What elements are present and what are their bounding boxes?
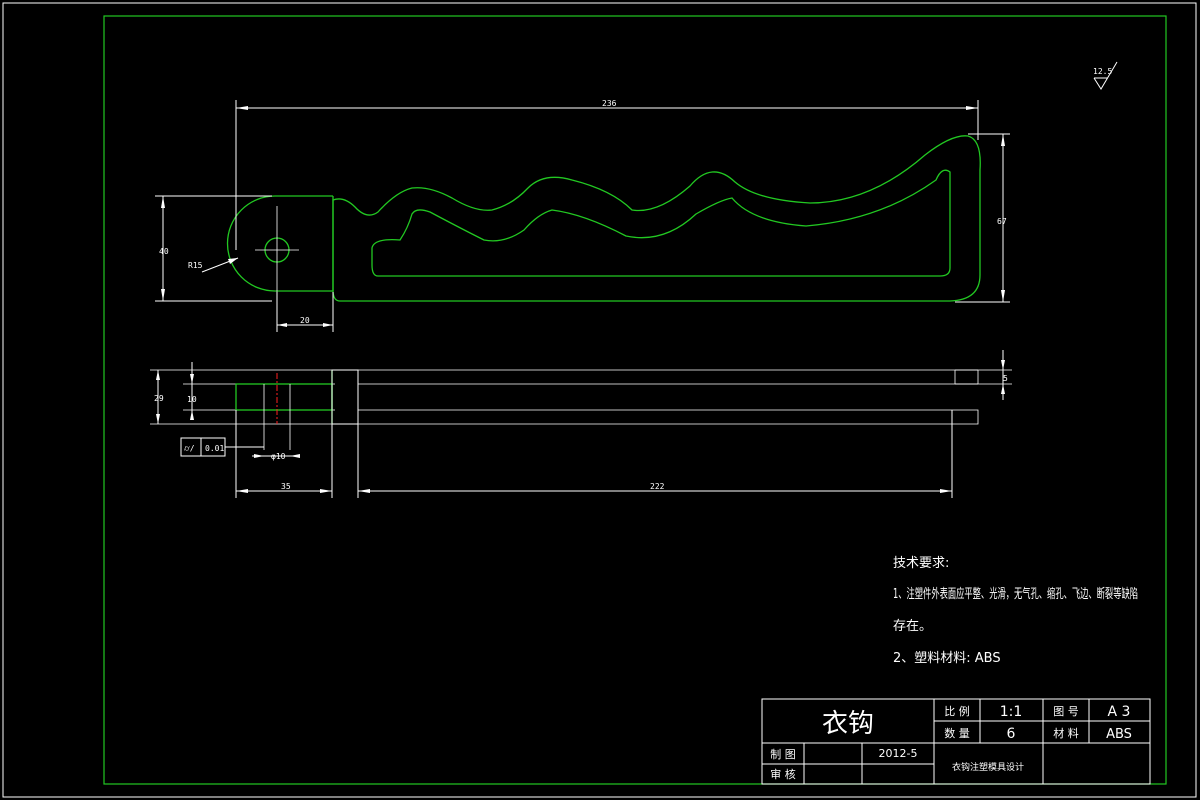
sheet-label: 图 号 xyxy=(1053,705,1079,718)
sheet-value: A 3 xyxy=(1108,704,1131,720)
dim-lug-length: 35 xyxy=(281,482,291,491)
notes-line-1a: 1、注塑件外表面应平整、光滑，无气孔、缩孔、飞边、断裂等缺陷 xyxy=(893,586,1138,602)
date: 2012-5 xyxy=(879,747,918,760)
hook-neck-side xyxy=(331,369,359,425)
side-view: 29 10 5 φ10 ⌭/ 0.01 35 xyxy=(150,350,1012,498)
lug-side xyxy=(235,383,333,411)
dim-radius: R15 xyxy=(188,261,203,270)
dim-overall-length: 236 xyxy=(602,99,617,108)
front-view: 236 67 40 R15 20 xyxy=(155,99,1010,332)
checked-label: 审 核 xyxy=(770,767,796,781)
scale-label: 比 例 xyxy=(944,704,970,718)
notes-heading: 技术要求: xyxy=(893,556,949,571)
notes-line-2: 2、塑料材料: ABS xyxy=(893,651,1001,666)
notes-line-1b: 存在。 xyxy=(893,619,932,634)
tolerance-symbol: ⌭/ xyxy=(184,444,195,453)
technical-notes: 技术要求: 1、注塑件外表面应平整、光滑，无气孔、缩孔、飞边、断裂等缺陷 存在。… xyxy=(893,556,1138,666)
qty-value: 6 xyxy=(1007,726,1016,742)
hook-outer-outline xyxy=(332,135,981,302)
tolerance-value: 0.01 xyxy=(205,444,224,453)
project-name: 衣钩注塑模具设计 xyxy=(952,761,1024,773)
roughness-value: 12.5 xyxy=(1093,67,1112,76)
dim-total-thickness: 29 xyxy=(154,394,164,403)
tolerance-frame: ⌭/ 0.01 xyxy=(180,437,264,457)
lug-outline xyxy=(226,195,333,292)
hook-inner-outline xyxy=(371,169,951,277)
dim-lug-width: 20 xyxy=(300,316,310,325)
title-block: 衣钩 比 例 1:1 图 号 A 3 数 量 6 材 料 ABS 制 图 201… xyxy=(761,698,1151,785)
material-value: ABS xyxy=(1106,727,1132,742)
dim-inner-height: 10 xyxy=(187,395,197,404)
inner-frame xyxy=(103,15,1167,785)
scale-value: 1:1 xyxy=(1000,704,1023,720)
roughness-symbol: 12.5 xyxy=(1093,61,1118,90)
drawn-label: 制 图 xyxy=(770,748,796,761)
qty-label: 数 量 xyxy=(944,727,970,740)
dim-left-height: 40 xyxy=(159,247,169,256)
dim-hole-dia: φ10 xyxy=(271,452,286,461)
part-name: 衣钩 xyxy=(822,709,874,739)
dim-thickness: 5 xyxy=(1003,374,1008,383)
dim-height: 67 xyxy=(997,217,1007,226)
material-label: 材 料 xyxy=(1053,726,1079,740)
dim-body-length: 222 xyxy=(650,482,665,491)
